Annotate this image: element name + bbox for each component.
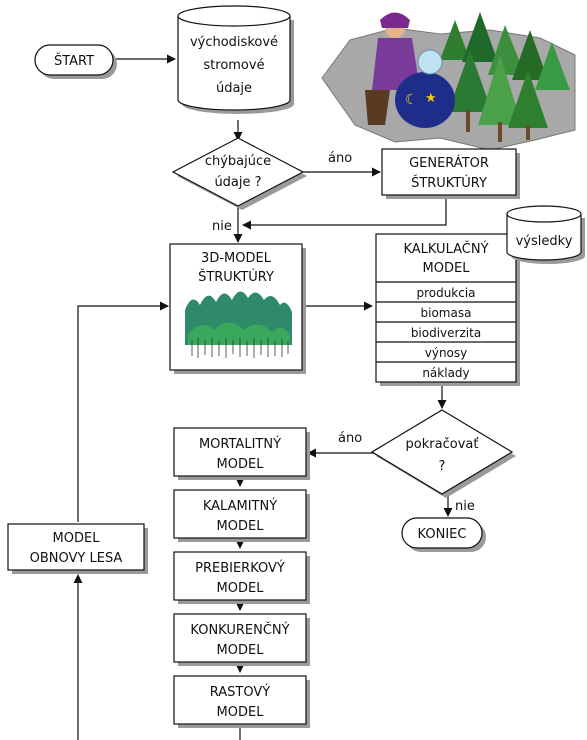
end-label: KONIEC	[418, 527, 467, 542]
svg-text:★: ★	[425, 91, 437, 106]
yes-label-1: áno	[328, 151, 352, 166]
calc-row-biomass: biomasa	[421, 306, 472, 320]
mortality-label-1: MORTALITNÝ	[199, 436, 281, 452]
start-terminal: ŠTART	[34, 44, 117, 79]
calamity-label-2: MODEL	[217, 519, 265, 534]
thinning-label-2: MODEL	[217, 581, 265, 596]
forest-stand-icon	[185, 291, 292, 358]
svg-text:☾: ☾	[405, 92, 418, 108]
calc-row-production: produkcia	[416, 286, 475, 300]
results-label: výsledky	[516, 234, 573, 249]
calc-model-title-1: KALKULAČNÝ	[403, 241, 488, 257]
calamity-label-1: KALAMITNÝ	[203, 498, 277, 514]
generator-label-2: ŠTRUKTÚRY	[411, 175, 487, 191]
growth-model-box: RASTOVÝ MODEL	[173, 675, 310, 728]
competition-label-2: MODEL	[217, 643, 265, 658]
continue-label-1: pokračovať	[406, 437, 479, 452]
competition-model-box: KONKURENČNÝ MODEL	[173, 613, 310, 666]
end-terminal: KONIEC	[401, 517, 486, 552]
calc-row-costs: náklady	[422, 366, 469, 380]
generator-label-1: GENERÁTOR	[409, 155, 489, 171]
calc-row-yields: výnosy	[425, 346, 468, 360]
thinning-label-1: PREBIERKOVÝ	[195, 560, 285, 576]
missing-data-label-1: chýbajúce	[205, 154, 271, 169]
structure-generator-box: GENERÁTOR ŠTRUKTÚRY	[381, 148, 520, 199]
missing-data-decision: chýbajúce údaje ?	[171, 137, 307, 210]
calc-model-title-2: MODEL	[423, 261, 471, 276]
input-data-label-3: údaje	[216, 81, 252, 96]
results-cylinder: výsledky	[506, 205, 585, 264]
fortune-teller-illustration: ☾ ★	[321, 12, 576, 151]
mortality-label-2: MODEL	[217, 457, 265, 472]
continue-label-2: ?	[439, 459, 446, 474]
3d-model-label-1: 3D-MODEL	[201, 251, 272, 266]
no-label-2: nie	[455, 499, 475, 514]
yes-label-2: áno	[338, 431, 362, 446]
3d-structure-model-box: 3D-MODEL ŠTRUKTÚRY	[169, 243, 306, 374]
input-data-cylinder: východiskové stromové údaje	[177, 5, 294, 114]
thinning-model-box: PREBIERKOVÝ MODEL	[173, 551, 310, 604]
start-label: ŠTART	[54, 53, 94, 69]
calculation-model-box: KALKULAČNÝ MODEL produkcia biomasa biodi…	[375, 233, 520, 386]
growth-label-2: MODEL	[217, 705, 265, 720]
calc-row-biodiversity: biodiverzita	[411, 326, 481, 340]
no-label-1: nie	[212, 219, 232, 234]
forest-regeneration-model-box: MODEL OBNOVY LESA	[7, 523, 148, 574]
growth-label-1: RASTOVÝ	[210, 684, 270, 700]
input-data-label-2: stromové	[203, 58, 264, 73]
input-data-label-1: východiskové	[190, 35, 278, 50]
3d-model-label-2: ŠTRUKTÚRY	[198, 269, 274, 285]
missing-data-label-2: údaje ?	[214, 175, 261, 190]
regeneration-label-1: MODEL	[53, 531, 101, 546]
continue-decision: pokračovať ?	[370, 409, 516, 498]
fortune-teller-icon: ☾ ★	[365, 12, 455, 128]
calamity-model-box: KALAMITNÝ MODEL	[173, 489, 310, 542]
forest-trees-icon	[440, 12, 570, 142]
mortality-model-box: MORTALITNÝ MODEL	[173, 427, 310, 480]
competition-label-1: KONKURENČNÝ	[190, 622, 289, 638]
regeneration-label-2: OBNOVY LESA	[30, 551, 123, 566]
